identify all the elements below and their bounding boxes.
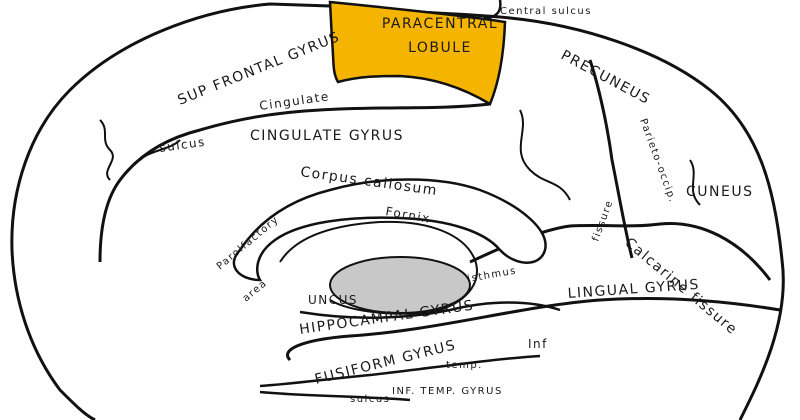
frontal-sulcus-squiggle-2 (139, 139, 181, 161)
label-cingulate-gyrus: CINGULATE GYRUS (250, 128, 404, 144)
central-sulcus-line (483, 0, 502, 20)
mirrored-drawing (10, 0, 785, 420)
lateral-ventricle (329, 256, 471, 314)
label-central-sulcus: Central sulcus (500, 6, 592, 17)
label-cingulate-sulcus-2: sulcus (158, 135, 206, 155)
label-inf-temp-1: Inf (528, 337, 548, 351)
bottom-temporal-line (259, 390, 411, 402)
collateral-sulcus-line (286, 296, 781, 362)
cingulate-sulcus-line (98, 102, 491, 263)
label-inf-temp-3: sulcus (350, 394, 390, 405)
label-inf-temp-gyrus: INF. TEMP. GYRUS (392, 386, 503, 397)
hippocampal-boundary-line (299, 301, 561, 320)
paracentral-lobule-region (328, 0, 507, 106)
parieto-occipital-line (588, 59, 634, 259)
inf-temporal-sulcus-line (259, 354, 541, 388)
label-paracentral-2: LOBULE (408, 40, 472, 56)
label-uncus: UNCUS (308, 293, 358, 307)
frontal-sulcus-squiggle-1 (99, 119, 114, 181)
label-inf-temp-2: temp. (446, 360, 483, 371)
corpus-callosum-shape (232, 178, 547, 282)
label-cuneus: CUNEUS (686, 184, 753, 200)
cuneus-squiggle (689, 159, 701, 206)
precuneus-squiggle (519, 109, 571, 201)
label-paracentral-1: PARACENTRAL (382, 16, 498, 32)
